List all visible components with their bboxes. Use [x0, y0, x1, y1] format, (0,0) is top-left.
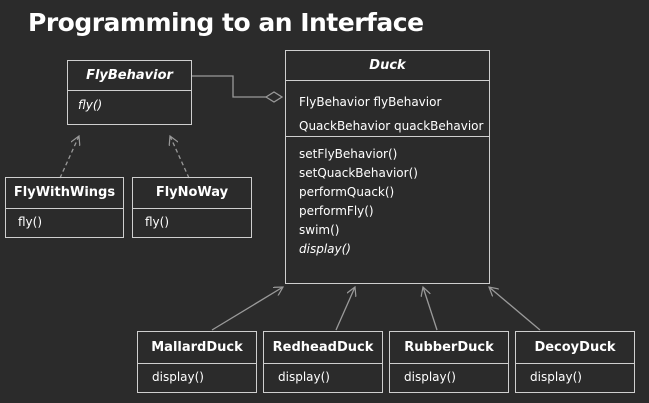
class-name: MallardDuck: [138, 332, 256, 364]
class-method: display(): [530, 370, 582, 384]
duck-fields: FlyBehavior flyBehavior QuackBehavior qu…: [286, 81, 489, 137]
class-method: fly(): [78, 98, 103, 112]
method: performQuack(): [299, 185, 395, 199]
inherit-arrow-rubber: [423, 287, 438, 331]
method: swim(): [299, 223, 340, 237]
method: performFly(): [299, 204, 374, 218]
realization-arrow-flywithwings: [59, 136, 79, 179]
inherit-arrow-mallard: [211, 287, 283, 331]
aggregation-line: [191, 75, 266, 98]
class-method: display(): [278, 370, 330, 384]
inherit-arrow-decoy: [489, 287, 541, 331]
class-method: display(): [404, 370, 456, 384]
class-method: fly(): [145, 215, 170, 229]
class-rubberduck: RubberDuck display(): [389, 331, 509, 393]
method: display(): [299, 242, 351, 256]
class-name: FlyWithWings: [6, 178, 123, 209]
class-name: FlyNoWay: [133, 178, 251, 209]
realization-arrow-flynoway: [170, 136, 190, 179]
class-name: FlyBehavior: [68, 61, 191, 91]
class-mallardduck: MallardDuck display(): [137, 331, 257, 393]
class-flywithwings: FlyWithWings fly(): [5, 177, 124, 238]
class-duck: Duck FlyBehavior flyBehavior QuackBehavi…: [285, 50, 490, 284]
class-flynoway: FlyNoWay fly(): [132, 177, 252, 238]
class-method: display(): [152, 370, 204, 384]
inherit-arrow-redhead: [335, 287, 355, 331]
class-redheadduck: RedheadDuck display(): [263, 331, 383, 393]
duck-methods: setFlyBehavior() setQuackBehavior() perf…: [286, 137, 489, 259]
field: FlyBehavior flyBehavior: [299, 95, 442, 109]
class-name: RubberDuck: [390, 332, 508, 364]
page-title: Programming to an Interface: [28, 8, 424, 37]
class-decoyduck: DecoyDuck display(): [515, 331, 635, 393]
method: setQuackBehavior(): [299, 166, 418, 180]
class-method: fly(): [18, 215, 43, 229]
class-name: RedheadDuck: [264, 332, 382, 364]
class-flybehavior: FlyBehavior fly(): [67, 60, 192, 125]
class-name: Duck: [286, 51, 489, 81]
class-name: DecoyDuck: [516, 332, 634, 364]
method: setFlyBehavior(): [299, 147, 398, 161]
aggregation-diamond: [264, 91, 284, 103]
field: QuackBehavior quackBehavior: [299, 119, 484, 133]
